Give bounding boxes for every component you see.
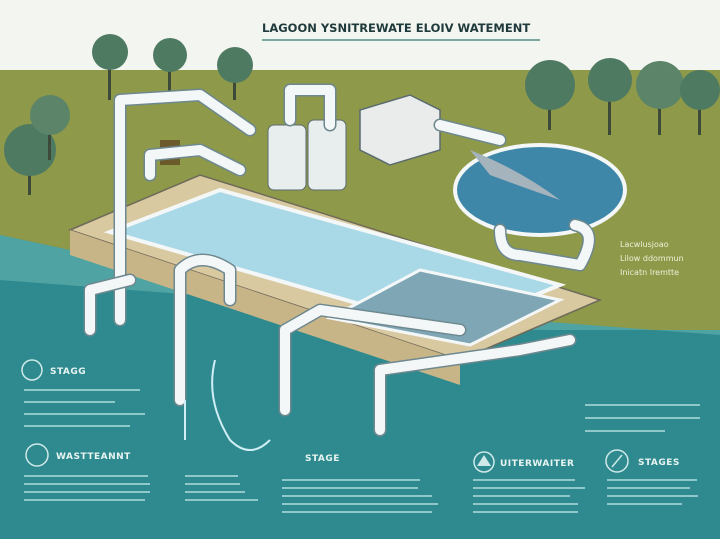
pipes bbox=[83, 83, 596, 437]
stage-label-2: WASTTEANNT bbox=[56, 452, 131, 462]
trees bbox=[4, 34, 720, 195]
stage-label-5: STAGES bbox=[638, 458, 680, 468]
side-label-line-1: Lacwlusjoao bbox=[620, 240, 669, 249]
side-label-line-3: Inicatn Iremtte bbox=[620, 268, 679, 277]
stage-3-text-lines bbox=[282, 479, 438, 513]
stage-1-text-lines bbox=[24, 389, 145, 427]
diagram-title: LAGOON YSNITREWATE ELOIV WATEMENT bbox=[262, 21, 530, 35]
stage-4-text-lines bbox=[473, 479, 585, 513]
stage-5-text-lines bbox=[607, 479, 698, 505]
platform-edge bbox=[70, 230, 460, 385]
settling-basin bbox=[325, 268, 565, 347]
side-label-line-2: Lilow ddommun bbox=[620, 254, 684, 263]
leaf-icon-glyph bbox=[611, 454, 623, 468]
lagoon-icon bbox=[21, 359, 43, 381]
stage-label-3: STAGE bbox=[305, 454, 340, 464]
shoreline bbox=[0, 235, 720, 335]
water-icon-glyph bbox=[477, 455, 491, 466]
control-building bbox=[359, 94, 441, 166]
inflow-stream bbox=[470, 150, 560, 200]
stage-2-text-lines bbox=[24, 475, 258, 501]
stage-label-4: UITERWAITER bbox=[500, 459, 574, 469]
drop-icon bbox=[25, 443, 49, 467]
water-outflow bbox=[184, 359, 271, 451]
water-icon bbox=[473, 451, 495, 473]
stage-label-1: STAGG bbox=[50, 367, 86, 377]
leaf-icon bbox=[605, 449, 629, 473]
right-text-lines bbox=[585, 404, 700, 432]
